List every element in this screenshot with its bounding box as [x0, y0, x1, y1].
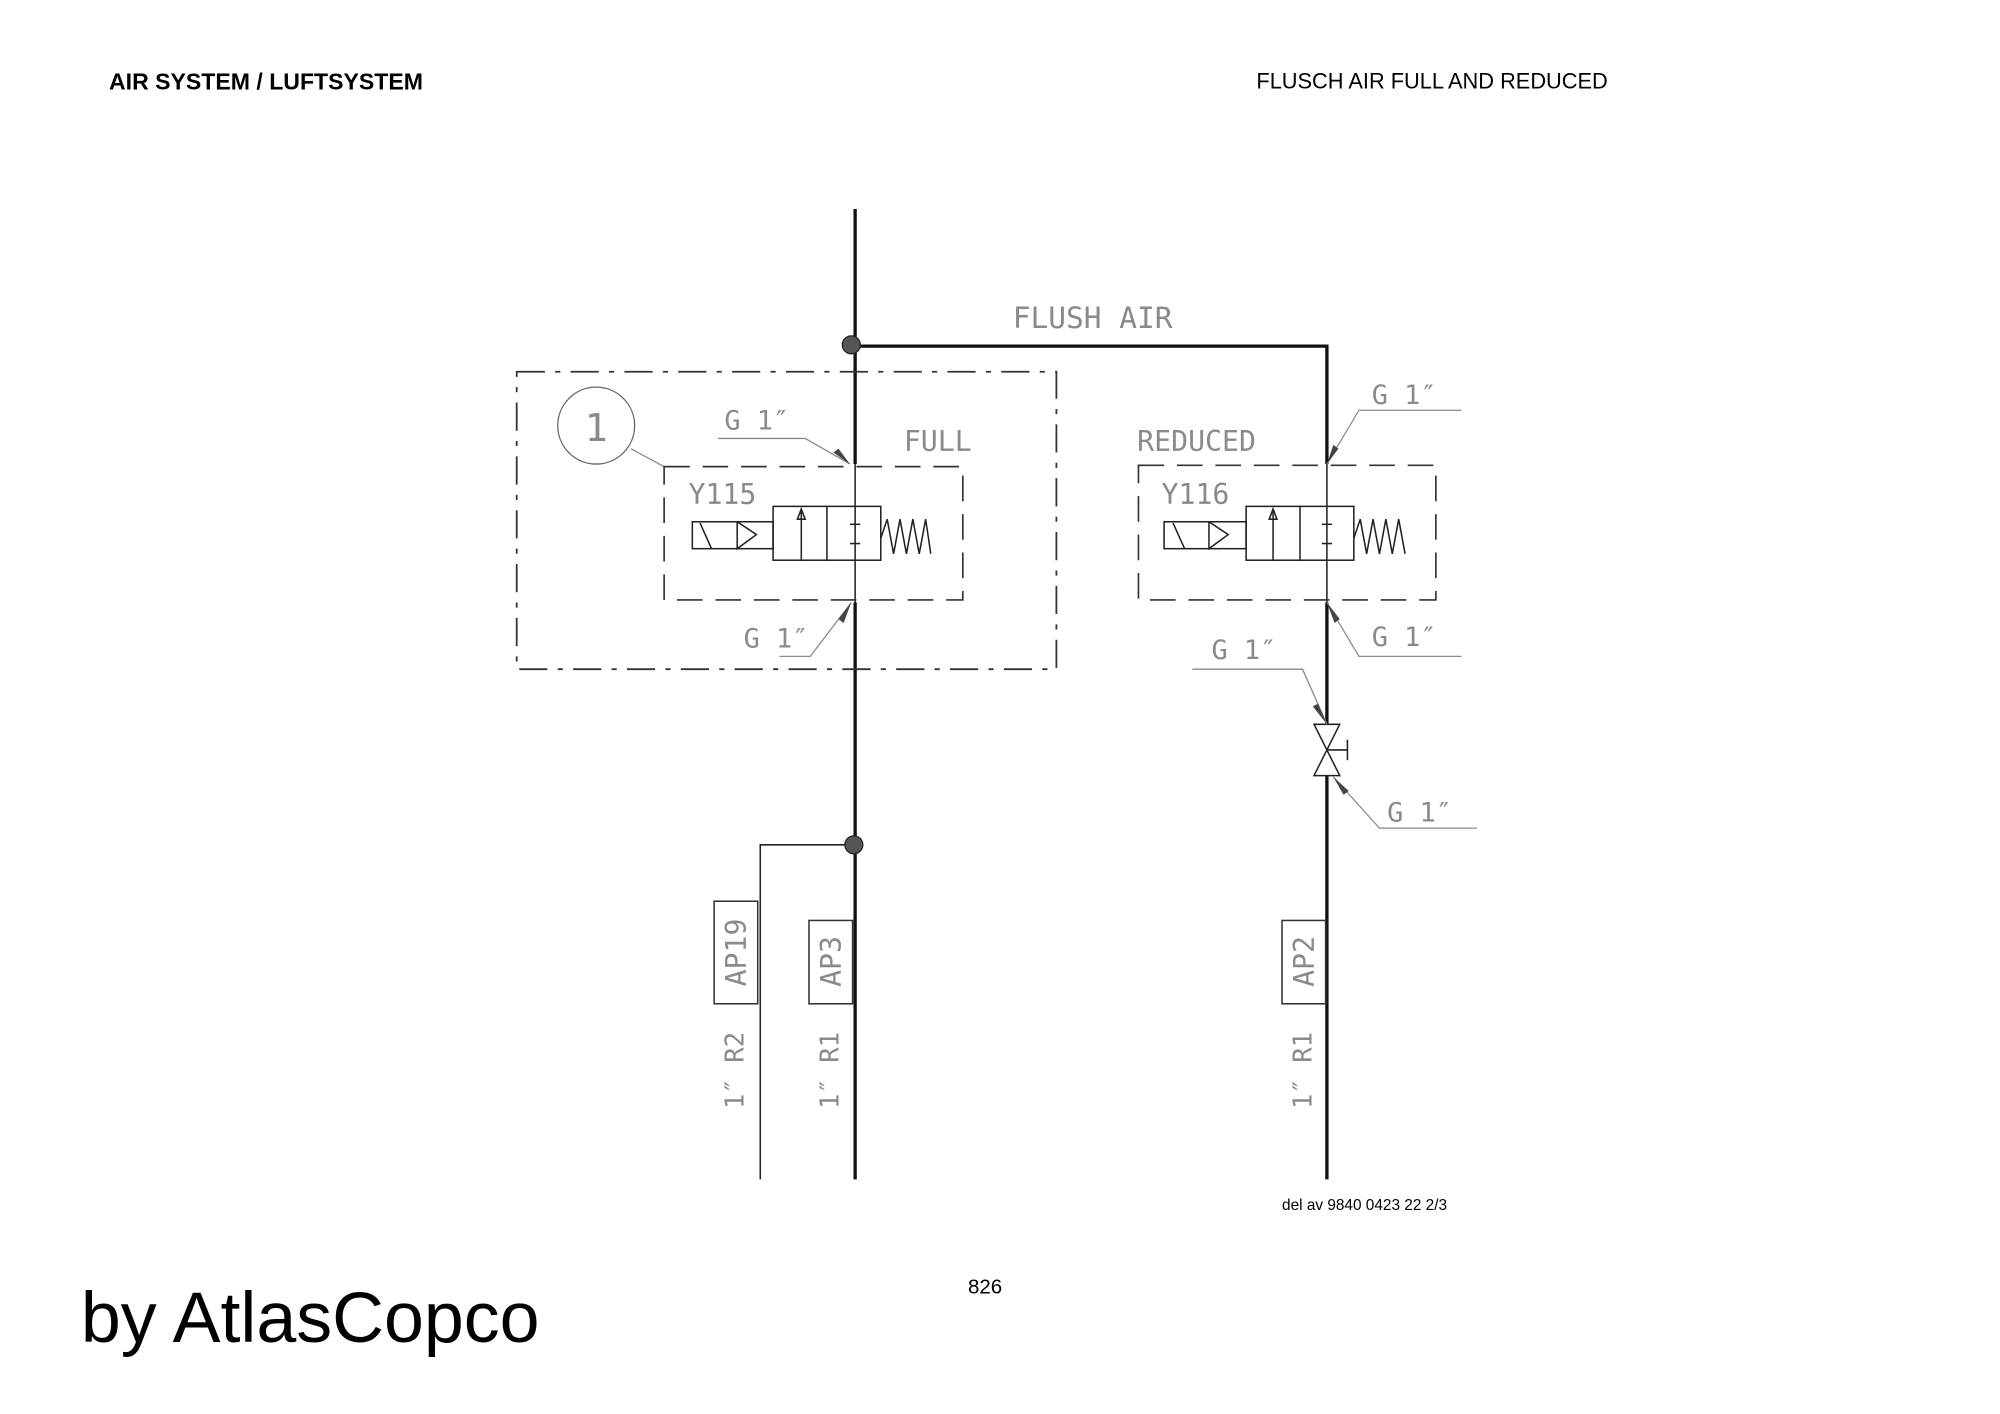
item-balloon [557, 386, 636, 465]
reduced-label: REDUCED [1137, 425, 1256, 458]
connection-ap3: AP3 1″ R1 [808, 919, 854, 1109]
item-number: 1 [585, 406, 608, 451]
port-label-full-in: G 1″ [724, 405, 789, 436]
pipes [759, 208, 1329, 1180]
valve-boundary-reduced [1137, 464, 1437, 601]
solenoid-valve-y116 [1163, 505, 1406, 561]
valve-tag-y115: Y115 [688, 478, 756, 511]
page-number: 826 [968, 1275, 1002, 1298]
connection-ap19: AP19 1″ R2 [713, 900, 759, 1109]
connection-spec: 1″ R1 [815, 1032, 845, 1109]
page-title: FLUSCH AIR FULL AND REDUCED [1256, 68, 1607, 93]
flush-air-label: FLUSH AIR [1013, 301, 1173, 335]
connection-ap2: AP2 1″ R1 [1281, 919, 1327, 1109]
shutoff-valve [1312, 723, 1349, 777]
junction-node [844, 835, 864, 855]
section-title: AIR SYSTEM / LUFTSYSTEM [109, 69, 423, 95]
connection-tag: AP19 [720, 919, 753, 987]
connection-tag: AP3 [815, 936, 848, 987]
drawing-reference: del av 9840 0423 22 2/3 [1282, 1197, 1447, 1214]
connection-tag: AP2 [1288, 936, 1321, 987]
port-label-reduced-out: G 1″ [1372, 622, 1437, 653]
full-label: FULL [904, 425, 972, 458]
port-label-shutoff-in: G 1″ [1212, 635, 1277, 666]
port-label-reduced-in: G 1″ [1372, 380, 1437, 411]
assembly-boundary [515, 370, 1058, 671]
port-label-full-out: G 1″ [744, 623, 809, 654]
connection-spec: 1″ R2 [721, 1032, 751, 1109]
valve-boundary-full [663, 465, 964, 601]
port-label-shutoff-out: G 1″ [1387, 798, 1452, 829]
solenoid-valve-y115 [691, 505, 932, 561]
watermark: by AtlasCopco [81, 1278, 540, 1358]
valve-tag-y116: Y116 [1162, 478, 1230, 511]
junction-node [841, 335, 861, 355]
connection-spec: 1″ R1 [1289, 1032, 1319, 1109]
